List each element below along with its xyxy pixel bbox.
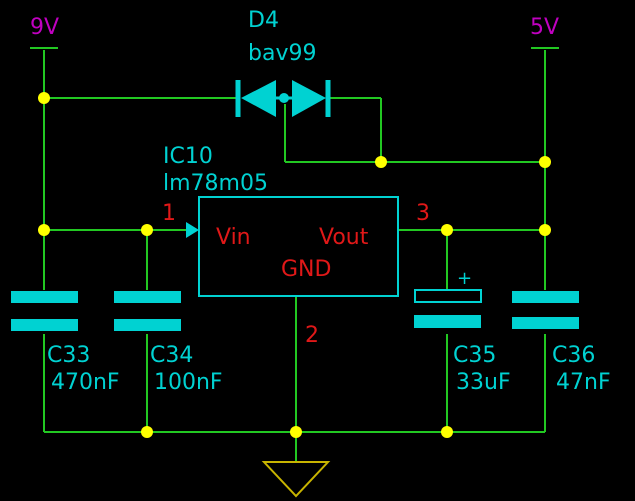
junction-5v-vout — [539, 224, 551, 236]
capacitor-c34-value: 100nF — [154, 370, 223, 395]
capacitor-c34[interactable]: C34 100nF — [114, 291, 223, 395]
junction-diode-right — [375, 156, 387, 168]
diode-ref: D4 — [248, 8, 279, 33]
regulator-pin-number-1: 1 — [162, 201, 176, 226]
ground-symbol — [261, 461, 331, 498]
diode-value: bav99 — [248, 41, 316, 66]
capacitor-c34-plate-bottom — [114, 319, 181, 331]
junction-9v-vin — [38, 224, 50, 236]
junction-c35-top — [441, 224, 453, 236]
junction-9v-top — [38, 92, 50, 104]
wires — [43, 50, 546, 462]
ground-icon — [261, 461, 331, 498]
capacitor-c36-plate-bottom — [512, 317, 579, 329]
regulator-value: lm78m05 — [163, 171, 268, 196]
power-rail-9v: 9V — [30, 15, 59, 49]
diode-d4[interactable]: D4 bav99 — [235, 8, 331, 117]
capacitor-c34-plate-top — [114, 291, 181, 303]
capacitor-c35-value: 33uF — [456, 370, 511, 395]
capacitor-c33-ref: C33 — [47, 343, 90, 368]
regulator-pin-gnd: GND — [281, 257, 331, 282]
vin-arrow-icon — [186, 222, 199, 238]
regulator-ref: IC10 — [163, 144, 213, 169]
regulator-ic10[interactable]: IC10 lm78m05 Vin Vout GND 1 3 2 — [162, 144, 430, 348]
junctions — [38, 92, 551, 438]
capacitor-c36-plate-top — [512, 291, 579, 303]
regulator-pin-vout: Vout — [319, 225, 369, 250]
junction-c34-bottom — [141, 426, 153, 438]
junction-5v-diode — [539, 156, 551, 168]
capacitor-c33-plate-bottom — [11, 319, 78, 331]
capacitor-c35-plate-bottom — [414, 315, 481, 328]
regulator-body — [198, 196, 399, 297]
rail-9v-label: 9V — [30, 15, 59, 40]
diode-left-triangle — [241, 80, 276, 117]
diode-right-triangle — [292, 80, 326, 117]
diode-common-dot — [279, 93, 289, 103]
capacitor-c35-plate-top — [414, 289, 482, 303]
capacitor-c33[interactable]: C33 470nF — [11, 291, 120, 395]
capacitor-c35[interactable]: + C35 33uF — [414, 268, 511, 395]
power-rail-5v: 5V — [530, 15, 559, 49]
regulator-pin-number-3: 3 — [416, 201, 430, 226]
regulator-pin-vin: Vin — [216, 225, 251, 250]
capacitor-c36[interactable]: C36 47nF — [512, 291, 611, 395]
junction-c35-bottom — [441, 426, 453, 438]
capacitor-c35-polarity: + — [457, 268, 472, 289]
capacitor-c34-ref: C34 — [150, 343, 193, 368]
junction-gnd — [290, 426, 302, 438]
junction-c34-top — [141, 224, 153, 236]
rail-5v-label: 5V — [530, 15, 559, 40]
capacitor-c35-ref: C35 — [453, 343, 496, 368]
capacitor-c36-ref: C36 — [552, 343, 595, 368]
regulator-pin-number-2: 2 — [305, 323, 319, 348]
capacitor-c33-plate-top — [11, 291, 78, 303]
capacitor-c36-value: 47nF — [556, 370, 611, 395]
capacitor-c33-value: 470nF — [51, 370, 120, 395]
